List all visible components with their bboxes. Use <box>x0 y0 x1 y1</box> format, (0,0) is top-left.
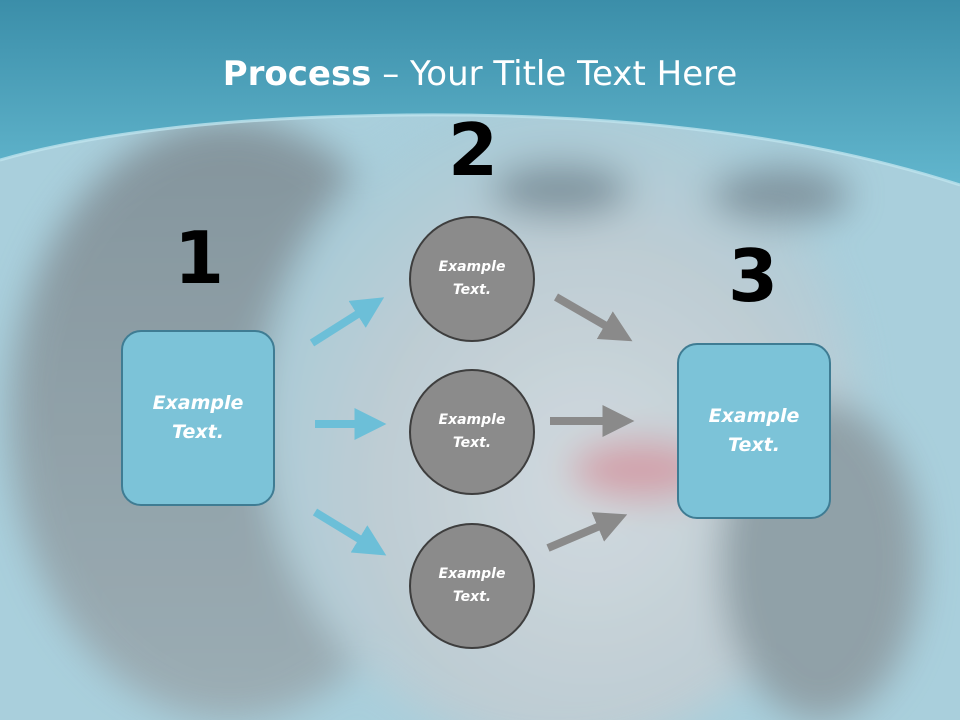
process-circle-top[interactable]: Example Text. <box>409 216 535 342</box>
arrow-down-gray <box>553 293 633 342</box>
start-box[interactable]: Example Text. <box>121 330 275 506</box>
title-bold: Process <box>222 54 372 94</box>
title-rest: – Your Title Text Here <box>371 54 738 94</box>
start-box-label: Example Text. <box>152 392 244 443</box>
step-number-2: 2 <box>447 108 499 192</box>
process-circle-middle[interactable]: Example Text. <box>409 369 535 495</box>
end-box-label: Example Text. <box>708 405 800 456</box>
step-number-1: 1 <box>173 216 225 300</box>
circle-label-top: Example Text. <box>438 259 506 298</box>
slide-title: Process – Your Title Text Here <box>0 52 960 96</box>
arrow-up-gray <box>546 512 628 552</box>
circle-label-middle: Example Text. <box>438 412 506 451</box>
process-circle-bottom[interactable]: Example Text. <box>409 523 535 649</box>
step-number-3: 3 <box>727 234 779 318</box>
arrow-up-blue <box>309 297 385 347</box>
end-box[interactable]: Example Text. <box>677 343 831 519</box>
arrow-down-blue <box>312 508 387 556</box>
circle-label-bottom: Example Text. <box>438 566 506 605</box>
